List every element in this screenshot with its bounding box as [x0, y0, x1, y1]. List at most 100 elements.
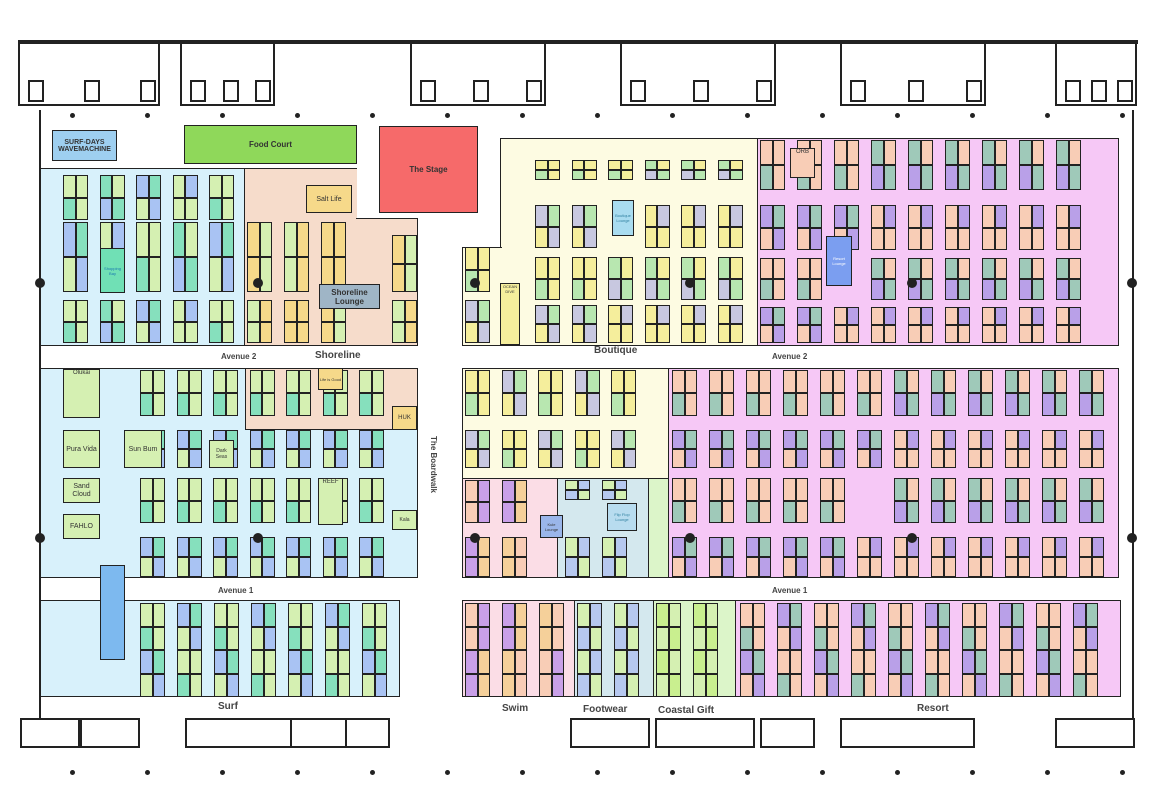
booth[interactable] — [577, 626, 590, 650]
booth[interactable] — [1031, 307, 1044, 325]
booth[interactable] — [614, 557, 627, 577]
booth[interactable] — [980, 478, 993, 501]
booth[interactable] — [177, 626, 190, 650]
booth[interactable] — [832, 557, 845, 577]
booth[interactable] — [974, 673, 987, 697]
booth[interactable] — [772, 307, 785, 325]
booth[interactable] — [371, 478, 384, 501]
booth[interactable] — [577, 650, 590, 674]
booth[interactable] — [672, 449, 685, 468]
booth[interactable] — [371, 537, 384, 557]
booth[interactable] — [1079, 430, 1092, 449]
booth[interactable] — [1031, 258, 1044, 279]
booth[interactable] — [1011, 603, 1024, 627]
booth[interactable] — [577, 557, 590, 577]
booth[interactable] — [502, 673, 515, 697]
booth[interactable] — [75, 257, 88, 292]
booth[interactable] — [871, 279, 884, 300]
booth[interactable] — [1042, 478, 1055, 501]
booth[interactable] — [577, 480, 590, 490]
booth[interactable] — [906, 478, 919, 501]
booth[interactable] — [945, 307, 958, 325]
booth[interactable] — [931, 557, 944, 577]
booth-kala[interactable]: Kala — [392, 510, 417, 530]
booth[interactable] — [1054, 393, 1067, 416]
booth[interactable] — [539, 603, 552, 627]
booth[interactable] — [1054, 430, 1067, 449]
booth[interactable] — [832, 393, 845, 416]
booth[interactable] — [333, 321, 346, 343]
booth[interactable] — [962, 673, 975, 697]
booth[interactable] — [968, 557, 981, 577]
booth[interactable] — [152, 650, 165, 674]
booth[interactable] — [943, 370, 956, 393]
booth[interactable] — [140, 650, 153, 674]
booth[interactable] — [814, 673, 827, 697]
booth[interactable] — [262, 393, 275, 416]
booth[interactable] — [857, 537, 870, 557]
booth[interactable] — [657, 226, 670, 248]
booth[interactable] — [943, 430, 956, 449]
booth[interactable] — [1073, 650, 1086, 674]
booth[interactable] — [994, 205, 1007, 228]
booth[interactable] — [589, 650, 602, 674]
booth[interactable] — [539, 626, 552, 650]
booth[interactable] — [404, 235, 417, 264]
booth[interactable] — [75, 321, 88, 343]
booth[interactable] — [551, 603, 564, 627]
booth[interactable] — [1005, 370, 1018, 393]
booth[interactable] — [1091, 537, 1104, 557]
booth[interactable] — [809, 307, 822, 325]
booth[interactable] — [681, 305, 694, 324]
booth[interactable] — [709, 537, 722, 557]
booth[interactable] — [465, 300, 478, 322]
booth[interactable] — [214, 650, 227, 674]
booth[interactable] — [259, 222, 272, 257]
booth[interactable] — [539, 673, 552, 697]
booth[interactable] — [908, 205, 921, 228]
booth[interactable] — [584, 205, 597, 227]
booth[interactable] — [221, 175, 234, 198]
booth[interactable] — [994, 165, 1007, 190]
booth[interactable] — [152, 370, 165, 393]
booth[interactable] — [832, 537, 845, 557]
booth[interactable] — [565, 537, 578, 557]
booth[interactable] — [931, 370, 944, 393]
booth[interactable] — [797, 307, 810, 325]
booth[interactable] — [943, 449, 956, 468]
booth[interactable] — [620, 170, 633, 180]
booth[interactable] — [1091, 370, 1104, 393]
booth[interactable] — [705, 673, 718, 697]
booth[interactable] — [136, 300, 149, 322]
booth[interactable] — [657, 278, 670, 300]
booth[interactable] — [189, 370, 202, 393]
booth[interactable] — [587, 449, 600, 468]
booth[interactable] — [937, 673, 950, 697]
booth[interactable] — [717, 305, 730, 324]
booth[interactable] — [760, 279, 773, 300]
booth[interactable] — [846, 307, 859, 325]
booth[interactable] — [820, 500, 833, 523]
booth[interactable] — [288, 603, 301, 627]
booth[interactable] — [752, 626, 765, 650]
booth[interactable] — [730, 160, 743, 170]
booth[interactable] — [112, 175, 125, 198]
booth[interactable] — [209, 321, 222, 343]
booth[interactable] — [684, 393, 697, 416]
booth[interactable] — [982, 140, 995, 165]
booth[interactable] — [514, 480, 527, 502]
booth[interactable] — [888, 673, 901, 697]
booth[interactable] — [502, 650, 515, 674]
booth[interactable] — [1036, 626, 1049, 650]
booth[interactable] — [709, 393, 722, 416]
booth[interactable] — [359, 537, 372, 557]
booth[interactable] — [247, 222, 260, 257]
booth[interactable] — [262, 537, 275, 557]
booth[interactable] — [982, 258, 995, 279]
booth[interactable] — [1005, 393, 1018, 416]
booth[interactable] — [300, 650, 313, 674]
booth-orb[interactable]: ORB — [790, 148, 815, 178]
booth[interactable] — [684, 557, 697, 577]
booth[interactable] — [709, 449, 722, 468]
booth[interactable] — [809, 205, 822, 228]
